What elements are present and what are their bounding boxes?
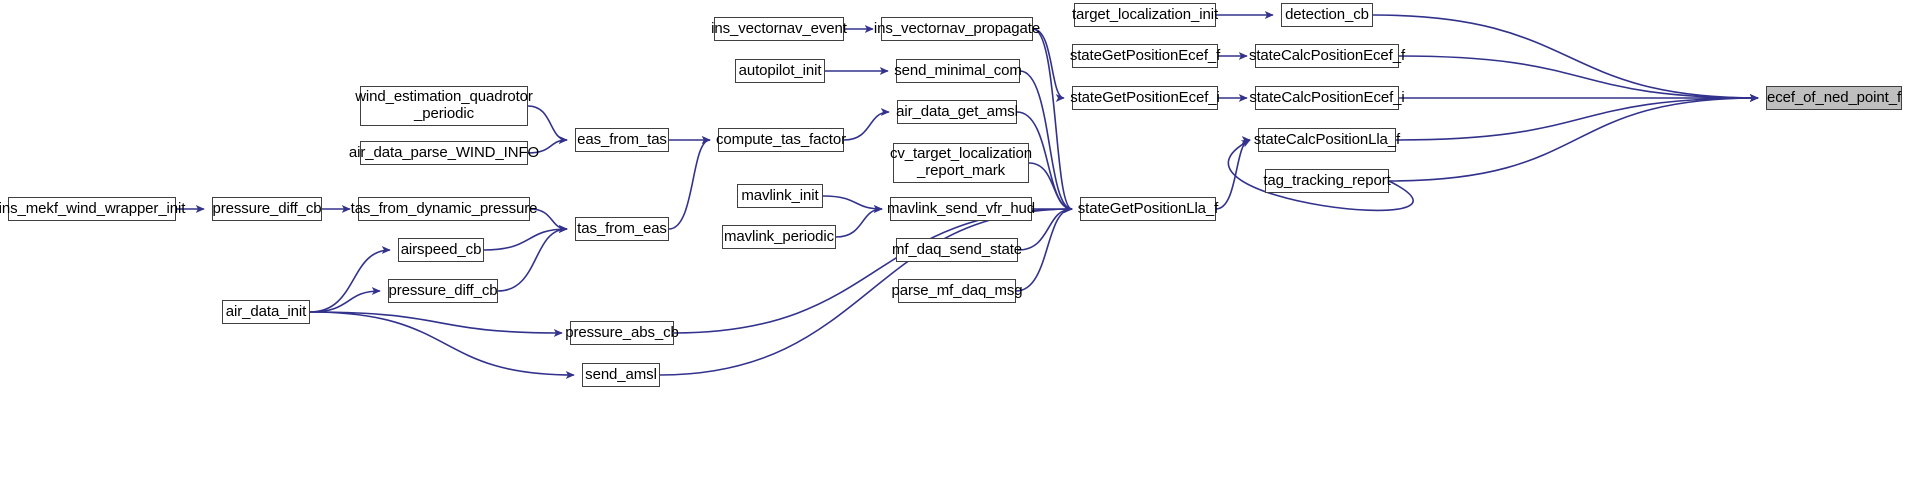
graph-edge-airspeed_cb--tas_from_eas [483, 225, 568, 251]
graph-node-air_data_get_amsl[interactable]: air_data_get_amsl [896, 100, 1018, 124]
graph-edge-mavlink_periodic--mavlink_send_vfr_hud [835, 205, 883, 238]
graph-edge-pressure_diff_cb_b--tas_from_eas [497, 225, 568, 292]
graph-edge-parse_mf_daq_msg--stateGetPositionLla_f [1015, 205, 1073, 292]
graph-edge-cv_target_localization_report_mark--stateGetPositionLla_f [1028, 162, 1073, 213]
graph-node-air_data_init[interactable]: air_data_init [222, 300, 310, 324]
graph-node-wind_estimation_quadrotor_periodic[interactable]: wind_estimation_quadrotor _periodic [355, 86, 533, 126]
graph-edge-stateCalcPositionLla_f--ecef_of_ned_point_f [1395, 94, 1759, 141]
graph-edge-wind_estimation_quadrotor_periodic--eas_from_tas [527, 105, 568, 144]
graph-node-mf_daq_send_state[interactable]: mf_daq_send_state [892, 238, 1022, 262]
graph-edge-stateCalcPositionEcef_f--ecef_of_ned_point_f [1398, 55, 1759, 102]
graph-node-target_localization_init[interactable]: target_localization_init [1072, 3, 1218, 27]
graph-node-stateGetPositionEcef_i[interactable]: stateGetPositionEcef_i [1070, 86, 1220, 110]
graph-node-mavlink_init[interactable]: mavlink_init [737, 184, 823, 208]
graph-edge-air_data_init--pressure_diff_cb_b [309, 287, 381, 313]
graph-node-stateGetPositionEcef_f[interactable]: stateGetPositionEcef_f [1070, 44, 1220, 68]
graph-node-ins_vectornav_propagate[interactable]: ins_vectornav_propagate [874, 17, 1040, 41]
graph-node-send_minimal_com[interactable]: send_minimal_com [894, 59, 1022, 83]
graph-edge-stateGetPositionLla_f--stateCalcPositionLla_f [1215, 136, 1251, 210]
graph-node-tas_from_eas[interactable]: tas_from_eas [575, 217, 669, 241]
graph-edge-mavlink_init--mavlink_send_vfr_hud [822, 195, 883, 213]
graph-node-detection_cb[interactable]: detection_cb [1281, 3, 1373, 27]
graph-node-stateCalcPositionEcef_f[interactable]: stateCalcPositionEcef_f [1249, 44, 1405, 68]
graph-node-tag_tracking_report[interactable]: tag_tracking_report [1263, 169, 1391, 193]
graph-edge-air_data_init--airspeed_cb [309, 246, 391, 313]
graph-edge-air_data_init--pressure_abs_cb [309, 311, 563, 337]
graph-node-ins_mekf_wind_wrapper_init[interactable]: ins_mekf_wind_wrapper_init [0, 197, 185, 221]
graph-node-pressure_abs_cb[interactable]: pressure_abs_cb [565, 321, 679, 345]
graph-edge-compute_tas_factor--air_data_get_amsl [843, 108, 890, 141]
graph-edge-air_data_init--send_amsl [309, 311, 575, 379]
graph-edge-ins_vectornav_propagate--stateGetPositionLla_f [1032, 28, 1073, 213]
graph-edge-tag_tracking_report--ecef_of_ned_point_f [1388, 94, 1759, 182]
graph-node-eas_from_tas[interactable]: eas_from_tas [575, 128, 669, 152]
graph-node-mavlink_periodic[interactable]: mavlink_periodic [722, 225, 836, 249]
graph-node-mavlink_send_vfr_hud[interactable]: mavlink_send_vfr_hud [887, 197, 1035, 221]
graph-edge-tas_from_eas--compute_tas_factor [668, 136, 711, 230]
graph-node-parse_mf_daq_msg[interactable]: parse_mf_daq_msg [892, 279, 1023, 303]
graph-node-air_data_parse_WIND_INFO[interactable]: air_data_parse_WIND_INFO [349, 141, 539, 165]
graph-node-airspeed_cb[interactable]: airspeed_cb [398, 238, 484, 262]
graph-node-autopilot_init[interactable]: autopilot_init [735, 59, 825, 83]
graph-node-ecef_of_ned_point_f[interactable]: ecef_of_ned_point_f [1766, 86, 1902, 110]
graph-node-send_amsl[interactable]: send_amsl [582, 363, 660, 387]
graph-node-ins_vectornav_event[interactable]: ins_vectornav_event [711, 17, 847, 41]
graph-node-pressure_diff_cb_b[interactable]: pressure_diff_cb [388, 279, 498, 303]
graph-node-compute_tas_factor[interactable]: compute_tas_factor [716, 128, 846, 152]
graph-edge-ins_vectornav_propagate--stateGetPositionEcef_i [1032, 28, 1065, 102]
graph-node-stateCalcPositionLla_f[interactable]: stateCalcPositionLla_f [1254, 128, 1400, 152]
graph-node-cv_target_localization_report_mark[interactable]: cv_target_localization _report_mark [890, 143, 1032, 183]
graph-edge-detection_cb--ecef_of_ned_point_f [1372, 14, 1759, 102]
graph-edge-send_minimal_com--stateGetPositionLla_f [1019, 70, 1073, 213]
graph-node-tas_from_dynamic_pressure[interactable]: tas_from_dynamic_pressure [351, 197, 537, 221]
graph-node-stateCalcPositionEcef_i[interactable]: stateCalcPositionEcef_i [1249, 86, 1405, 110]
graph-node-stateGetPositionLla_f[interactable]: stateGetPositionLla_f [1078, 197, 1218, 221]
graph-node-pressure_diff_cb_a[interactable]: pressure_diff_cb [212, 197, 322, 221]
